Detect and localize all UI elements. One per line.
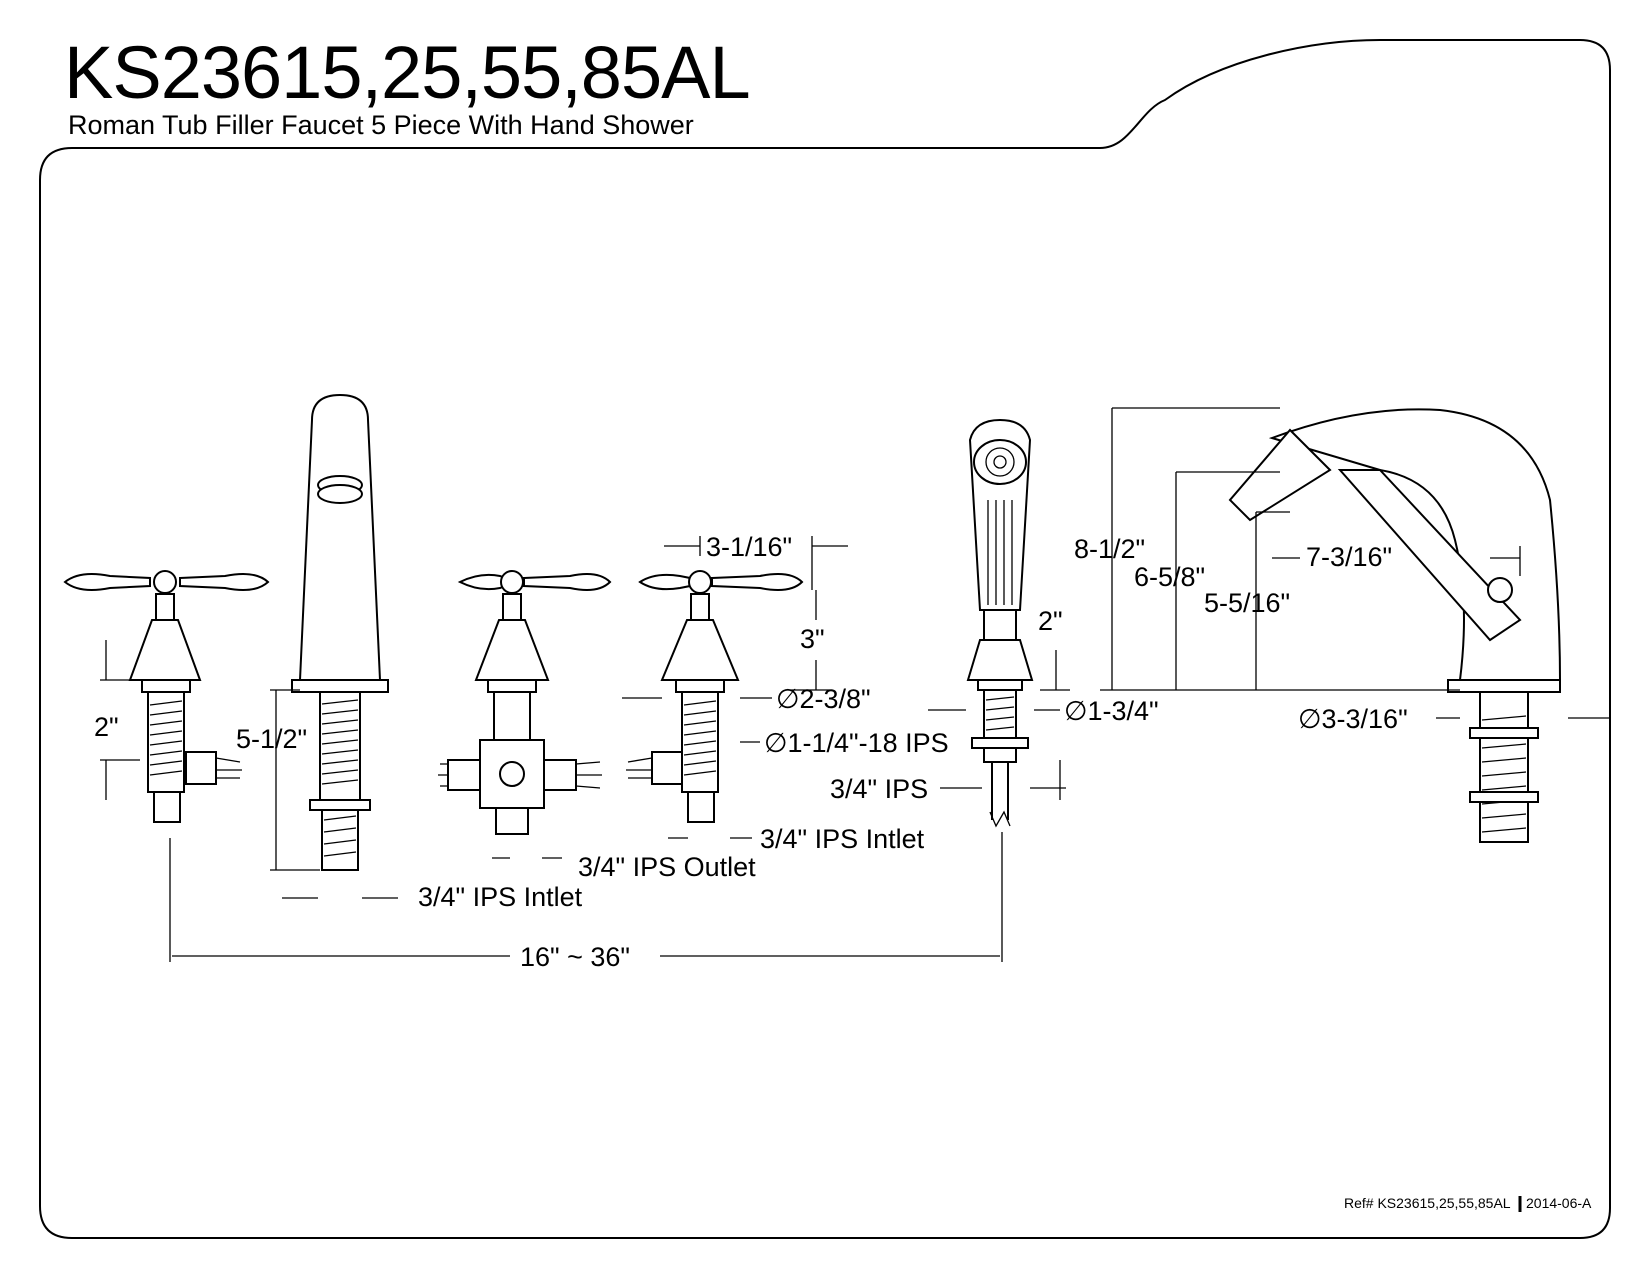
dim-spout-height: 5-1/2": [236, 724, 307, 754]
model-number: KS23615,25,55,85AL: [64, 31, 750, 114]
revision: 2014-06-A: [1526, 1195, 1592, 1211]
dim-handle-spread-top: 3-1/16": [706, 532, 792, 562]
reference-number: Ref# KS23615,25,55,85AL: [1344, 1195, 1511, 1211]
hand-shower: [966, 418, 1034, 828]
dim-shower-height: 2": [1038, 606, 1063, 636]
right-handle-valve: [626, 570, 804, 823]
dim-inlet-spout: 3/4" IPS Intlet: [418, 882, 583, 912]
dim-inlet-valve: 3/4" IPS Intlet: [760, 824, 925, 854]
shower-cradle: [1228, 408, 1562, 843]
product-description: Roman Tub Filler Faucet 5 Piece With Han…: [68, 110, 694, 140]
dim-cradle-reach: 7-3/16": [1306, 542, 1392, 572]
page-frame: [39, 39, 1611, 1239]
dimension-lines: [100, 407, 1610, 962]
left-handle-valve: [63, 570, 270, 823]
center-handle-diverter: [438, 570, 612, 835]
dim-cradle-low: 5-5/16": [1204, 588, 1290, 618]
dim-outlet: 3/4" IPS Outlet: [578, 852, 756, 882]
tub-spout: [291, 393, 389, 871]
dim-spread: 16" ~ 36": [520, 942, 630, 972]
dim-shower-flange: ∅1-3/4": [1064, 696, 1159, 726]
dim-flange-dia: ∅2-3/8": [776, 684, 871, 714]
dim-shower-ips: 3/4" IPS: [830, 774, 928, 804]
dim-handle-height: 2": [94, 712, 119, 742]
dim-cradle-total: 8-1/2": [1074, 534, 1145, 564]
dim-shank-thread: ∅1-1/4"-18 IPS: [764, 728, 949, 758]
dim-cradle-base: ∅3-3/16": [1298, 704, 1408, 734]
dim-handle-tall: 3": [800, 624, 825, 654]
dim-cradle-mid: 6-5/8": [1134, 562, 1205, 592]
